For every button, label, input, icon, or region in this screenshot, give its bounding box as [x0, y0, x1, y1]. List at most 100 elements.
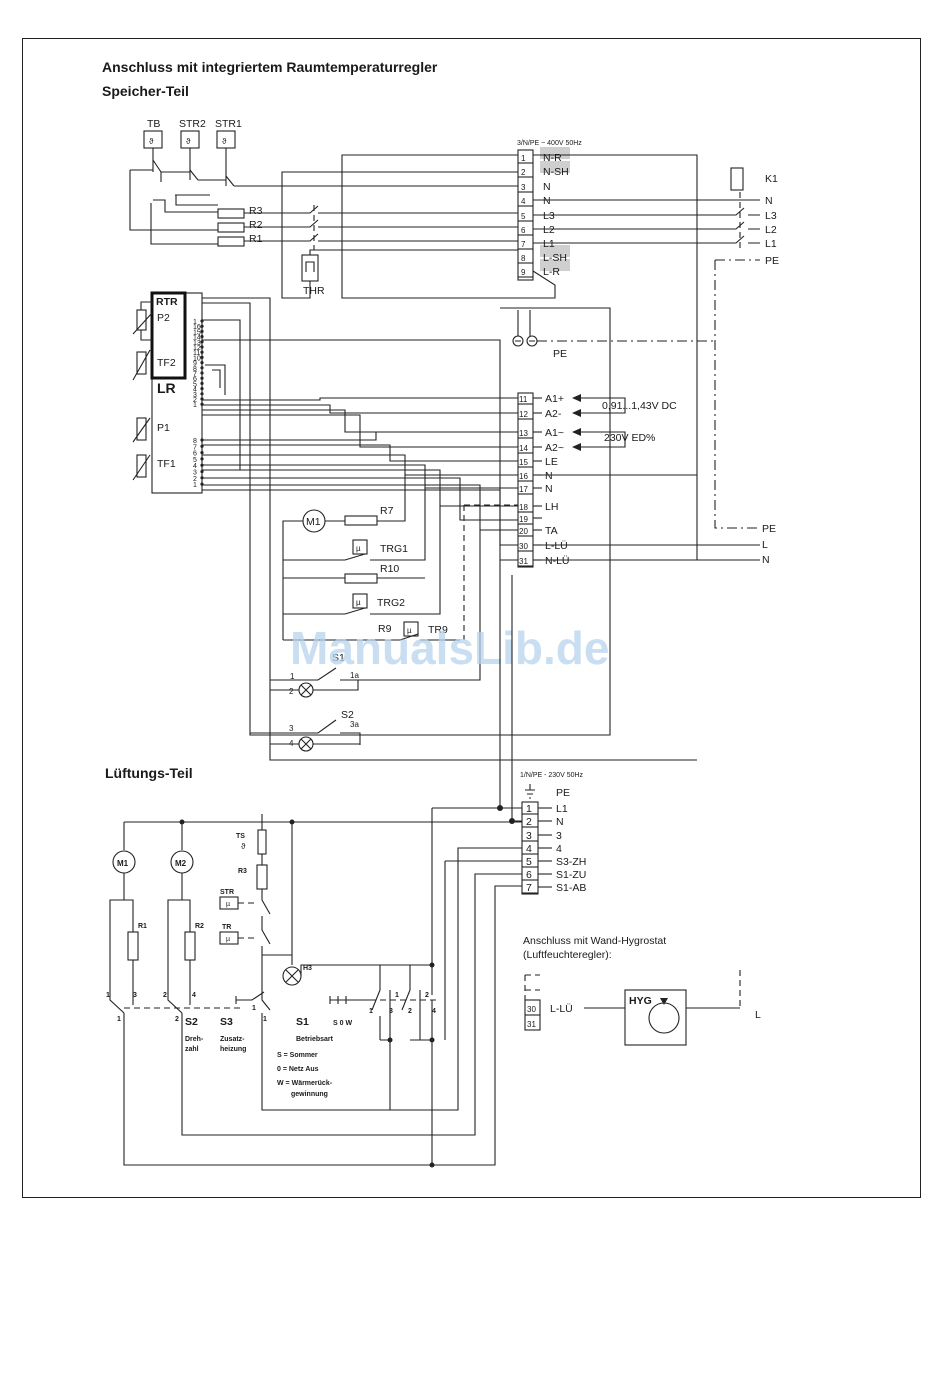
- supply-speicher: 3/N/PE ~ 400V 50Hz: [517, 140, 582, 147]
- resistor-r1-fan: [127, 931, 139, 961]
- lr-pin-upper: 2: [193, 397, 197, 404]
- fan-r2-label: R2: [195, 923, 204, 930]
- lr-pin-upper: 3: [193, 392, 197, 399]
- ground-pe: PE: [512, 310, 715, 360]
- signal-inputs: 0,91...1,43V DC 230V ED%: [572, 394, 677, 451]
- heaters: R3 R2 R1: [217, 205, 518, 250]
- str-label: STR: [220, 889, 234, 896]
- terminal-mid-number: 30: [519, 542, 528, 551]
- switch-contact: 2: [175, 1016, 179, 1023]
- hygro-icon: µ: [407, 626, 412, 635]
- terminal-top-label: N: [543, 181, 551, 193]
- fan-r1-label: R1: [138, 923, 147, 930]
- lr-pin-upper: 13: [193, 340, 201, 347]
- heater-r1-label: R1: [249, 233, 263, 245]
- terminal-bottom-label: S1-ZU: [556, 869, 586, 881]
- terminal-top-label: L-R: [543, 266, 560, 278]
- thermo-icon: ϑ: [241, 842, 246, 851]
- terminal-bottom-number: 6: [526, 869, 532, 881]
- terminal-bottom-label: N: [556, 816, 564, 828]
- switch-s2-desc2: zahl: [185, 1046, 199, 1053]
- lr-pin-upper: 10: [193, 355, 201, 362]
- sensor-ts: [257, 829, 267, 855]
- terminal-top-number: 5: [521, 212, 526, 221]
- heater-r2-label: R2: [249, 219, 263, 231]
- mid-l: L: [762, 539, 768, 551]
- switch-contact: 1: [395, 992, 399, 999]
- s1-label: S1: [332, 652, 345, 664]
- lr-pin-lower: 2: [193, 476, 197, 483]
- tf1-label: TF1: [157, 458, 176, 470]
- k1-label: K1: [765, 173, 778, 185]
- switch-contact: 2: [163, 992, 167, 999]
- terminal-top-number: 2: [521, 168, 526, 177]
- switch-contact: 4: [432, 1008, 436, 1015]
- supply-lueftung: 1/N/PE - 230V 50Hz: [520, 772, 584, 779]
- thermo-icon: ϑ: [149, 137, 154, 146]
- mains-pe: PE: [765, 255, 779, 267]
- s1-legend-0: 0 = Netz Aus: [277, 1066, 319, 1073]
- sensor-tf1: [136, 454, 147, 478]
- terminal-mid-number: 15: [519, 458, 528, 467]
- switch-s1-label: S1: [296, 1016, 309, 1028]
- terminal-top-label: L-SH: [543, 252, 567, 264]
- terminal-mid-label: N-LÜ: [545, 555, 570, 567]
- hygro-l: L: [755, 1009, 761, 1021]
- terminal-mid-number: 17: [519, 485, 528, 494]
- terminal-block-top: [517, 147, 570, 281]
- ts-label: TS: [236, 833, 245, 840]
- s1-legend-w2: gewinnung: [291, 1091, 328, 1098]
- r10-label: R10: [380, 563, 399, 575]
- lr-pin-upper: 1: [193, 402, 197, 409]
- terminal-top-number: 4: [521, 197, 526, 206]
- s2-label: S2: [341, 709, 354, 721]
- bottom-pe-label: PE: [556, 787, 570, 799]
- trg1-box: [352, 539, 368, 555]
- resistor-r7: [344, 515, 378, 526]
- pot-p2: [136, 309, 147, 331]
- thr-thermostat: THR: [281, 171, 518, 299]
- tr9-label: TR9: [428, 624, 448, 636]
- hygro-subtitle: (Luftfeuchteregler):: [523, 949, 612, 961]
- section-lueftung: Lüftungs-Teil: [105, 765, 193, 781]
- hygro-icon: µ: [226, 901, 230, 908]
- tr-label: TR: [222, 924, 231, 931]
- mains-l1: L1: [765, 238, 777, 250]
- heater-r1: [217, 236, 245, 247]
- lr-pin-upper: 8: [193, 366, 197, 373]
- lr-pin-lower: 7: [193, 444, 197, 451]
- switch-s3-label: S3: [220, 1016, 233, 1028]
- diagram-frame: [22, 38, 921, 1198]
- p2-label: P2: [157, 312, 170, 324]
- terminal-top-label: N-R: [543, 152, 562, 164]
- switch-s3-desc: Zusatz-: [220, 1036, 245, 1043]
- heater-r2: [217, 222, 245, 233]
- mains-n: N: [765, 195, 773, 207]
- lr-pin-upper: 5: [193, 381, 197, 388]
- fan-m2-label: M2: [175, 859, 187, 868]
- terminal-mid-number: 13: [519, 429, 528, 438]
- switch-contact: 1: [263, 1016, 267, 1023]
- lr-pin-upper: 11: [193, 350, 200, 357]
- terminal-block-bottom: PE: [521, 784, 570, 895]
- terminal-bottom-number: 3: [526, 830, 532, 842]
- signal-ac: 230V ED%: [604, 432, 655, 444]
- terminal-bottom-label: S3-ZH: [556, 856, 586, 868]
- watermark: ManualsLib.de: [290, 622, 609, 674]
- terminal-bottom-number: 5: [526, 856, 532, 868]
- mains-lines: K1 N L3 L2 L1 PE: [341, 154, 779, 560]
- tf2-label: TF2: [157, 357, 176, 369]
- contact-2: 2: [289, 687, 294, 696]
- lr-pin-upper: 6: [193, 376, 197, 383]
- section-speicher: Speicher-Teil: [102, 83, 189, 99]
- terminal-mid-label: A2-: [545, 408, 562, 420]
- terminal-mid-number: 16: [519, 472, 528, 481]
- terminal-mid-label: LH: [545, 501, 558, 513]
- thermo-icon: ϑ: [186, 137, 191, 146]
- switch-contact: 3: [389, 1008, 393, 1015]
- lr-pin-upper: 9: [193, 361, 197, 368]
- p1-label: P1: [157, 422, 170, 434]
- switch-contact: 4: [192, 992, 196, 999]
- terminal-top-label: L2: [543, 224, 555, 236]
